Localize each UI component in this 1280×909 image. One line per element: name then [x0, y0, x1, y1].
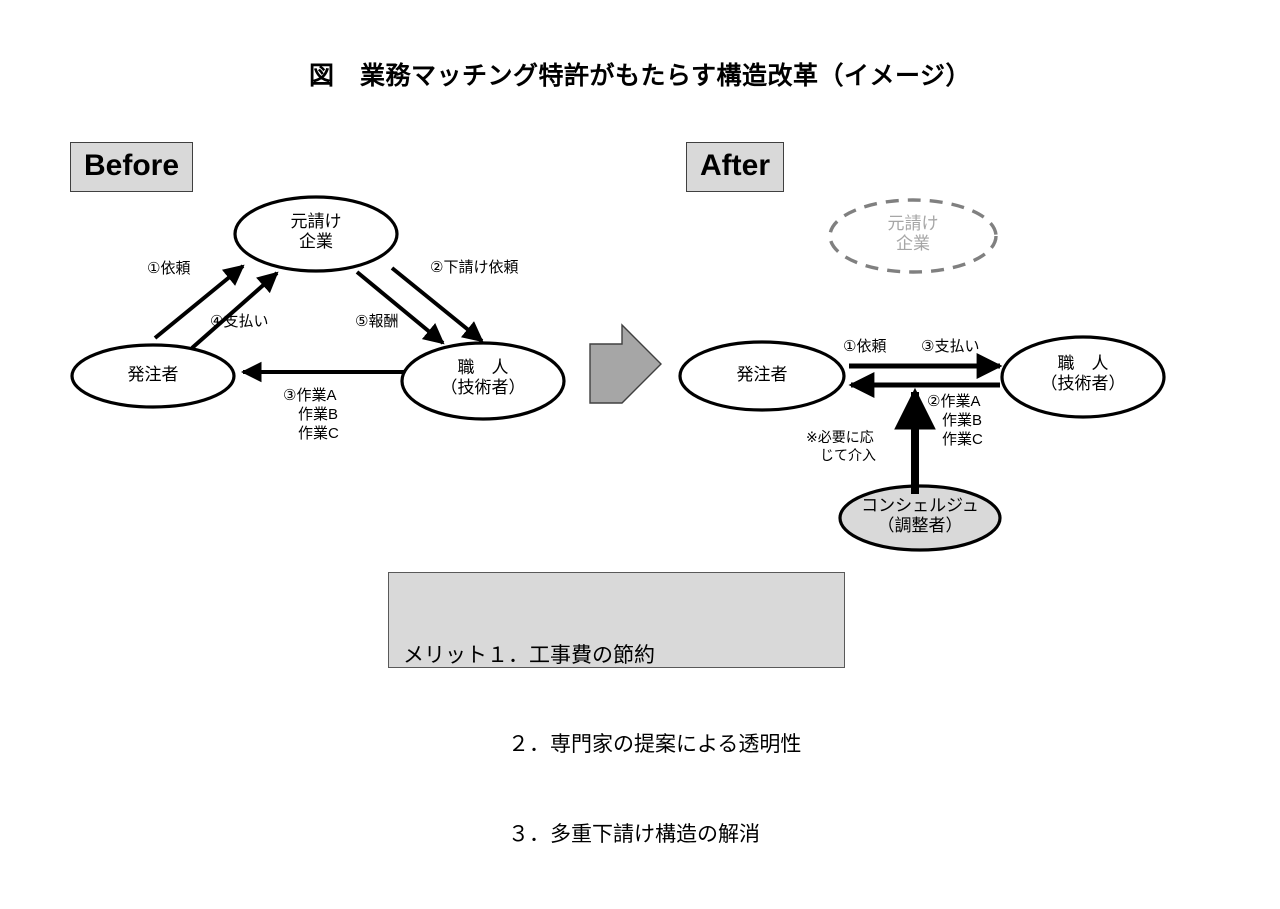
before-node-prime-contractor: [233, 195, 399, 273]
phase-label-before: Before: [70, 142, 194, 192]
before-edge-label-subcontract: ②下請け依頼: [430, 259, 519, 276]
before-node-craftsman: [400, 341, 566, 421]
diagram-canvas: 図 業務マッチング特許がもたらす構造改革（イメージ）: [70, 62, 1166, 846]
after-node-prime-contractor-removed: [828, 198, 998, 274]
before-edge-label-payment: ④支払い: [210, 313, 269, 330]
before-arrow-payment: [190, 271, 279, 350]
before-node-client: [70, 343, 236, 409]
phase-label-after: After: [686, 142, 785, 192]
merit-line-1: メリット１．工事費の節約: [403, 643, 655, 667]
after-edge-label-request: ①依頼: [843, 338, 887, 355]
page-title: 図 業務マッチング特許がもたらす構造改革（イメージ）: [308, 62, 971, 90]
merit-line-3: ３．多重下請け構造の解消: [403, 822, 760, 846]
transition-arrow-icon: [589, 323, 662, 404]
after-edge-label-payment: ③支払い: [921, 338, 980, 355]
diagram-vector-layer: [70, 195, 1166, 552]
before-arrow-request: [153, 264, 245, 340]
after-edge-label-works: ②作業A 作業B 作業C: [927, 393, 983, 448]
merits-box: メリット１．工事費の節約 ２．専門家の提案による透明性 ３．多重下請け構造の解消: [388, 572, 845, 846]
before-arrow-subcontract: [390, 266, 484, 343]
before-edge-label-reward: ⑤報酬: [355, 313, 399, 330]
before-edge-label-works: ③作業A 作業B 作業C: [283, 387, 339, 442]
after-edge-label-intervene: ※必要に応 じて介入: [806, 429, 876, 463]
after-node-craftsman: [1000, 335, 1166, 419]
before-arrow-reward: [355, 270, 445, 345]
merit-line-2: ２．専門家の提案による透明性: [403, 733, 802, 757]
after-node-client: [678, 340, 846, 412]
before-edge-label-request: ①依頼: [147, 260, 191, 277]
after-node-concierge: [838, 484, 1002, 552]
